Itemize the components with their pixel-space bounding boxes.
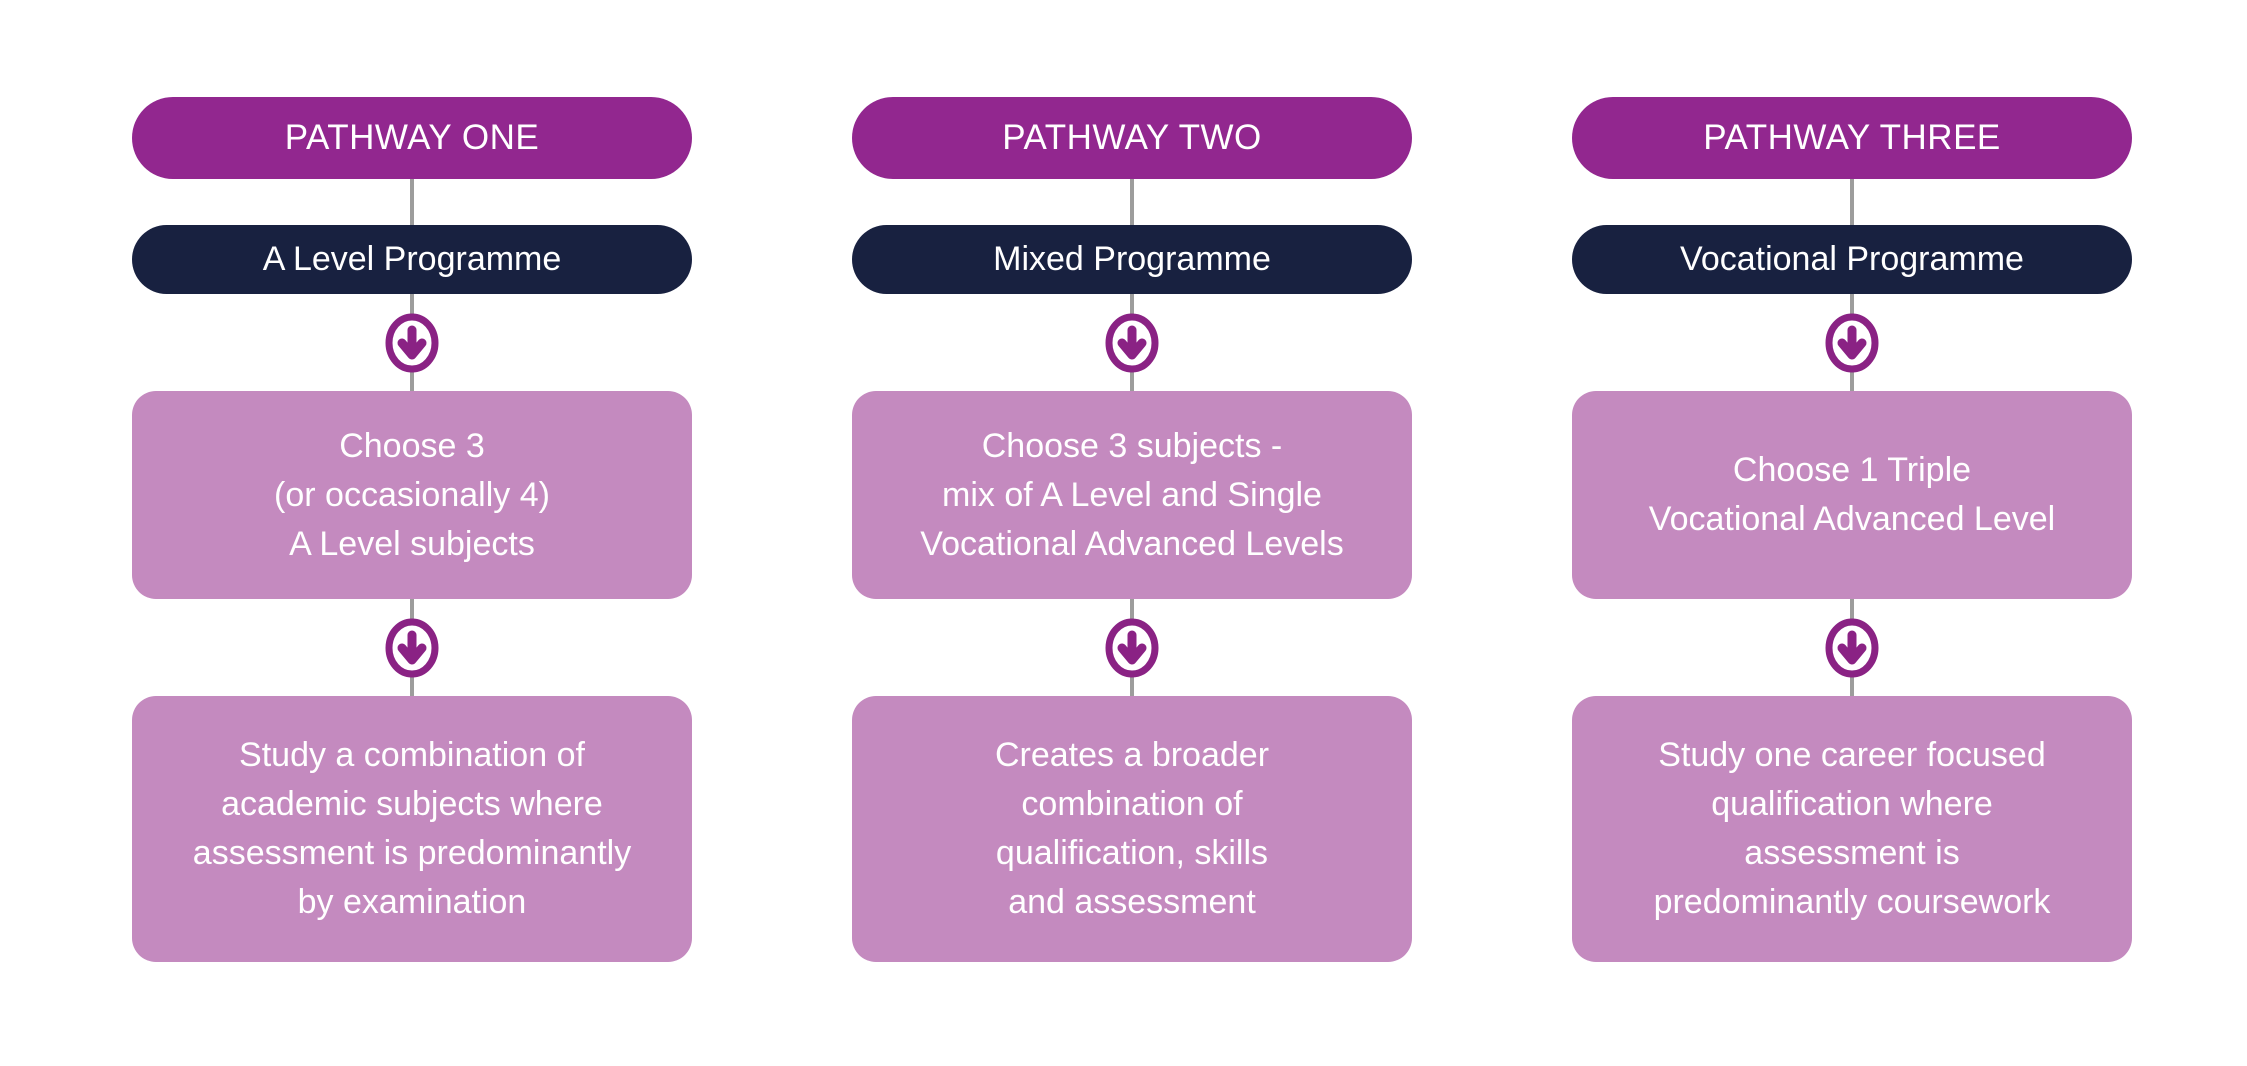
connector [1572,294,2132,391]
pathway-three-choose-box: Choose 1 Triple Vocational Advanced Leve… [1572,391,2132,599]
pathway-one-description-box: Study a combination of academic subjects… [132,696,692,962]
pathway-two-header: PATHWAY TWO [852,97,1412,179]
arrow-down-icon [385,313,439,372]
pathway-three-description-box: Study one career focused qualification w… [1572,696,2132,962]
pathway-one-programme: A Level Programme [132,225,692,294]
pathway-one-header: PATHWAY ONE [132,97,692,179]
pathway-two-column: PATHWAY TWO Mixed Programme Choose 3 sub… [852,97,1412,962]
arrow-down-icon [1825,313,1879,372]
connector [132,599,692,696]
pathway-three-programme: Vocational Programme [1572,225,2132,294]
pathway-one-choose-text: Choose 3 (or occasionally 4) A Level sub… [274,426,550,563]
connector-line [1130,179,1134,225]
pathway-one-programme-label: A Level Programme [262,240,562,278]
arrow-down-icon [1105,618,1159,677]
pathway-one-choose-box: Choose 3 (or occasionally 4) A Level sub… [132,391,692,599]
connector [132,294,692,391]
connector [1572,599,2132,696]
pathway-two-programme: Mixed Programme [852,225,1412,294]
connector [1572,179,2132,225]
connector [852,179,1412,225]
pathway-two-header-label: PATHWAY TWO [1002,118,1262,157]
pathway-columns: PATHWAY ONE A Level Programme Choose 3 (… [132,97,2132,962]
arrow-down-icon [385,618,439,677]
pathway-two-choose-box: Choose 3 subjects - mix of A Level and S… [852,391,1412,599]
connector-line [410,179,414,225]
connector [852,294,1412,391]
pathway-three-column: PATHWAY THREE Vocational Programme Choos… [1572,97,2132,962]
pathway-two-description-box: Creates a broader combination of qualifi… [852,696,1412,962]
connector [852,599,1412,696]
pathway-two-choose-text: Choose 3 subjects - mix of A Level and S… [920,426,1344,563]
arrow-down-icon [1105,313,1159,372]
pathway-two-programme-label: Mixed Programme [993,240,1271,278]
pathway-three-header-label: PATHWAY THREE [1703,118,2001,157]
connector-line [1850,179,1854,225]
pathway-three-description-text: Study one career focused qualification w… [1653,736,2051,921]
pathway-one-header-label: PATHWAY ONE [284,118,540,157]
pathway-three-programme-label: Vocational Programme [1680,240,2024,278]
pathway-one-description-text: Study a combination of academic subjects… [192,736,632,921]
pathway-three-header: PATHWAY THREE [1572,97,2132,179]
arrow-down-icon [1825,618,1879,677]
connector [132,179,692,225]
pathway-two-description-text: Creates a broader combination of qualifi… [994,736,1270,921]
pathway-three-choose-text: Choose 1 Triple Vocational Advanced Leve… [1648,451,2056,538]
pathway-one-column: PATHWAY ONE A Level Programme Choose 3 (… [132,97,692,962]
